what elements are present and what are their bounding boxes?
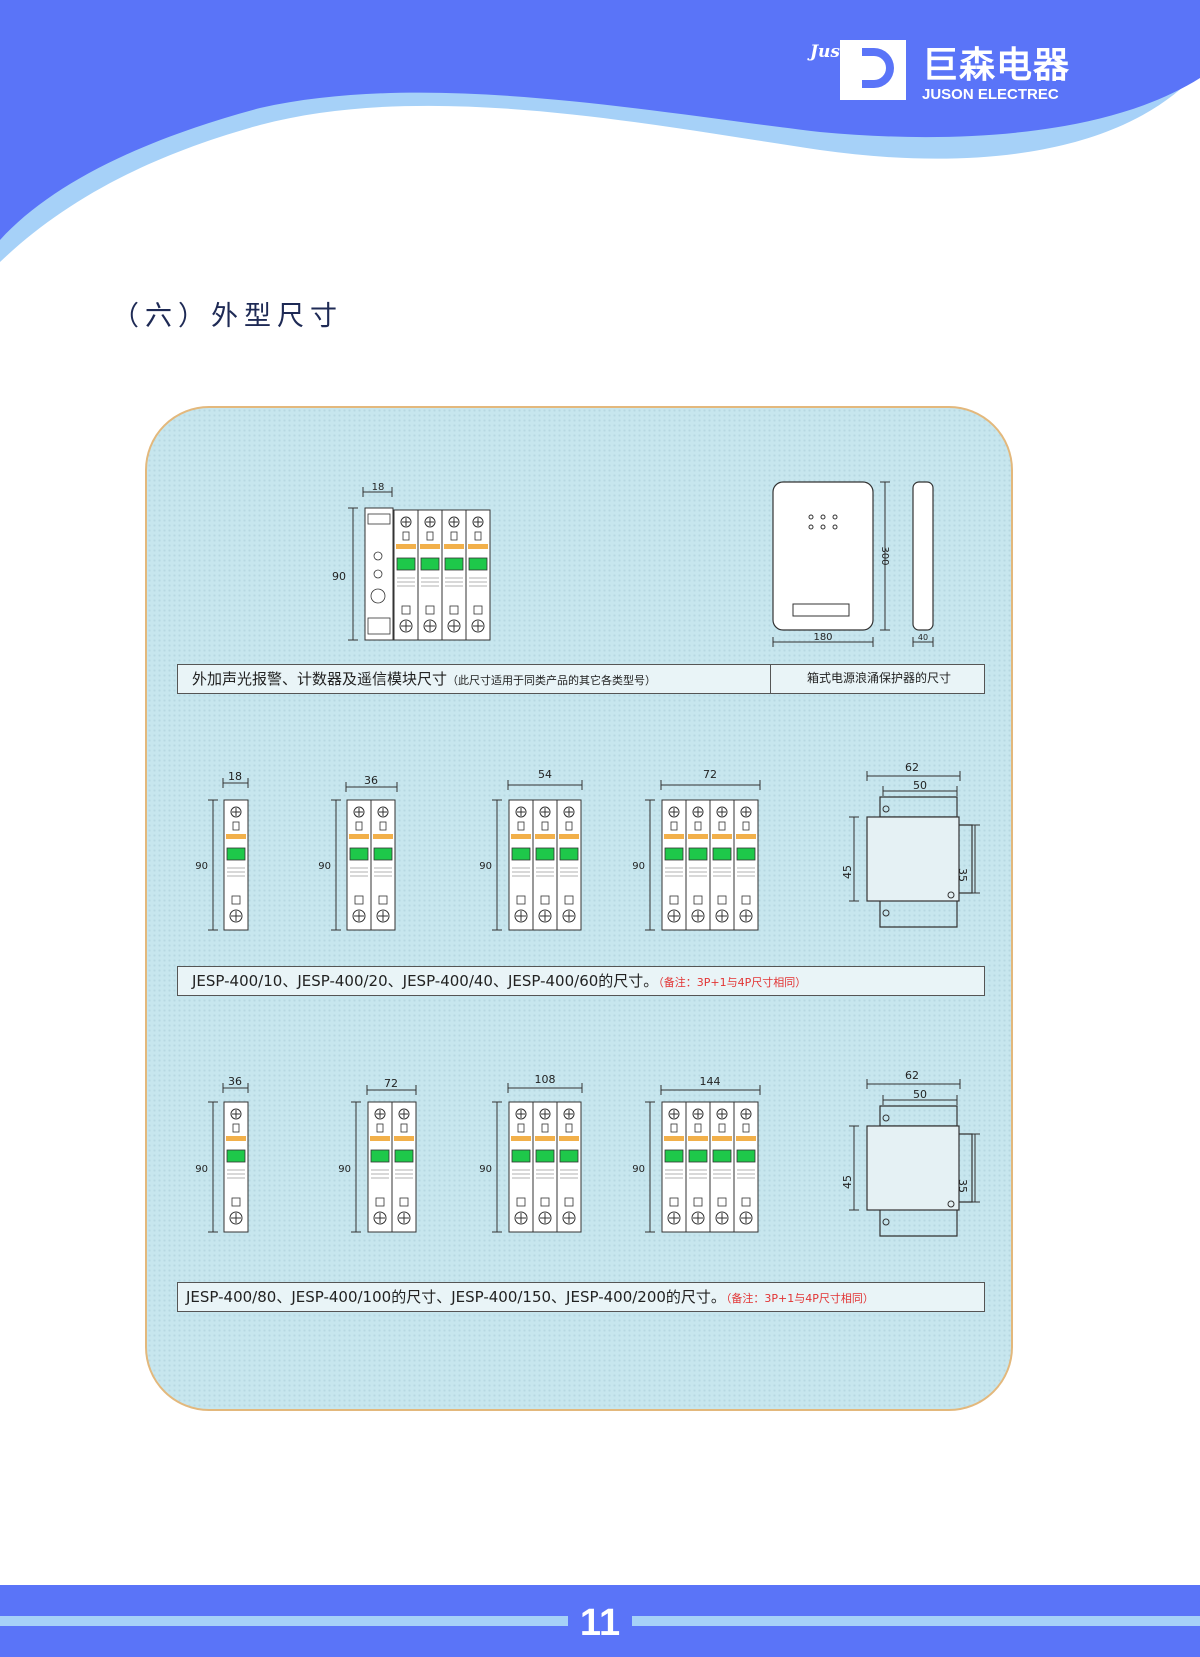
row3-width-3: 108	[535, 1073, 556, 1086]
row3-width-4: 144	[700, 1075, 721, 1088]
row2-side-rail: 35	[956, 868, 969, 882]
row1-caption-main: 外加声光报警、计数器及遥信模块尺寸	[192, 670, 448, 688]
row2-side-outer: 62	[905, 761, 919, 774]
row3-width-1: 36	[228, 1075, 242, 1088]
row3-height-2: 90	[338, 1164, 351, 1175]
box-width-label: 180	[813, 632, 832, 643]
row2-side-view: 62 50 45 35	[841, 761, 980, 928]
row1-caption: 外加声光报警、计数器及遥信模块尺寸（此尺寸适用于同类产品的其它各类型号）	[177, 664, 985, 694]
row2-height-1: 90	[195, 861, 208, 872]
row3-height-1: 90	[195, 1164, 208, 1175]
footer-band	[0, 1585, 1200, 1657]
row2-caption-main: JESP-400/10、JESP-400/20、JESP-400/40、JESP…	[192, 972, 659, 990]
row2-width-1: 18	[228, 770, 242, 783]
row3-side-view: 62 50 45 35	[841, 1069, 980, 1237]
row1-caption-note: （此尺寸适用于同类产品的其它各类型号）	[447, 674, 657, 687]
box-spd-drawing: 300 180 40	[772, 481, 934, 647]
row3-height-4: 90	[632, 1164, 645, 1175]
row2-side-inner: 50	[913, 779, 927, 792]
row2-width-3: 54	[538, 768, 552, 781]
row3-height-3: 90	[479, 1164, 492, 1175]
row2-height-3: 90	[479, 861, 492, 872]
row3-module-drawings: 36 90 72 90 108 90 144 90	[195, 1073, 761, 1233]
accessory-width-label: 18	[372, 482, 385, 493]
box-height-label: 300	[879, 546, 890, 565]
row2-width-4: 72	[703, 768, 717, 781]
box-depth-label: 40	[918, 633, 928, 642]
logo-mark-icon	[840, 40, 906, 100]
row2-height-2: 90	[318, 861, 331, 872]
row3-caption: JESP-400/80、JESP-400/100的尺寸、JESP-400/150…	[177, 1282, 985, 1312]
logo-chinese: 巨森电器	[922, 44, 1071, 86]
section-title: （六）外型尺寸	[112, 301, 343, 332]
row3-width-2: 72	[384, 1077, 398, 1090]
page-number: 11	[579, 1602, 621, 1644]
row2-caption: JESP-400/10、JESP-400/20、JESP-400/40、JESP…	[177, 966, 985, 996]
accessory-module-drawing: 18 90	[332, 482, 491, 641]
row2-side-height: 45	[841, 865, 854, 879]
logo-subtitle: JUSON ELECTREC	[922, 86, 1059, 103]
row2-caption-note: （备注：3P+1与4P尺寸相同）	[658, 976, 807, 989]
row3-caption-main: JESP-400/80、JESP-400/100的尺寸、JESP-400/150…	[186, 1288, 726, 1306]
row2-width-2: 36	[364, 774, 378, 787]
accessory-height-label: 90	[332, 570, 346, 583]
row2-height-4: 90	[632, 861, 645, 872]
brand-logo: Juson 巨森电器 JUSON ELECTREC	[810, 36, 1110, 106]
row2-module-drawings: 18 90 36 90 54 90 72 90	[195, 768, 761, 931]
row3-caption-note: （备注：3P+1与4P尺寸相同）	[725, 1292, 874, 1305]
row3-side-height: 45	[841, 1175, 854, 1189]
row1-caption-right: 箱式电源浪涌保护器的尺寸	[770, 664, 987, 694]
row3-side-inner: 50	[913, 1088, 927, 1101]
row3-side-rail: 35	[956, 1179, 969, 1193]
row3-side-outer: 62	[905, 1069, 919, 1082]
